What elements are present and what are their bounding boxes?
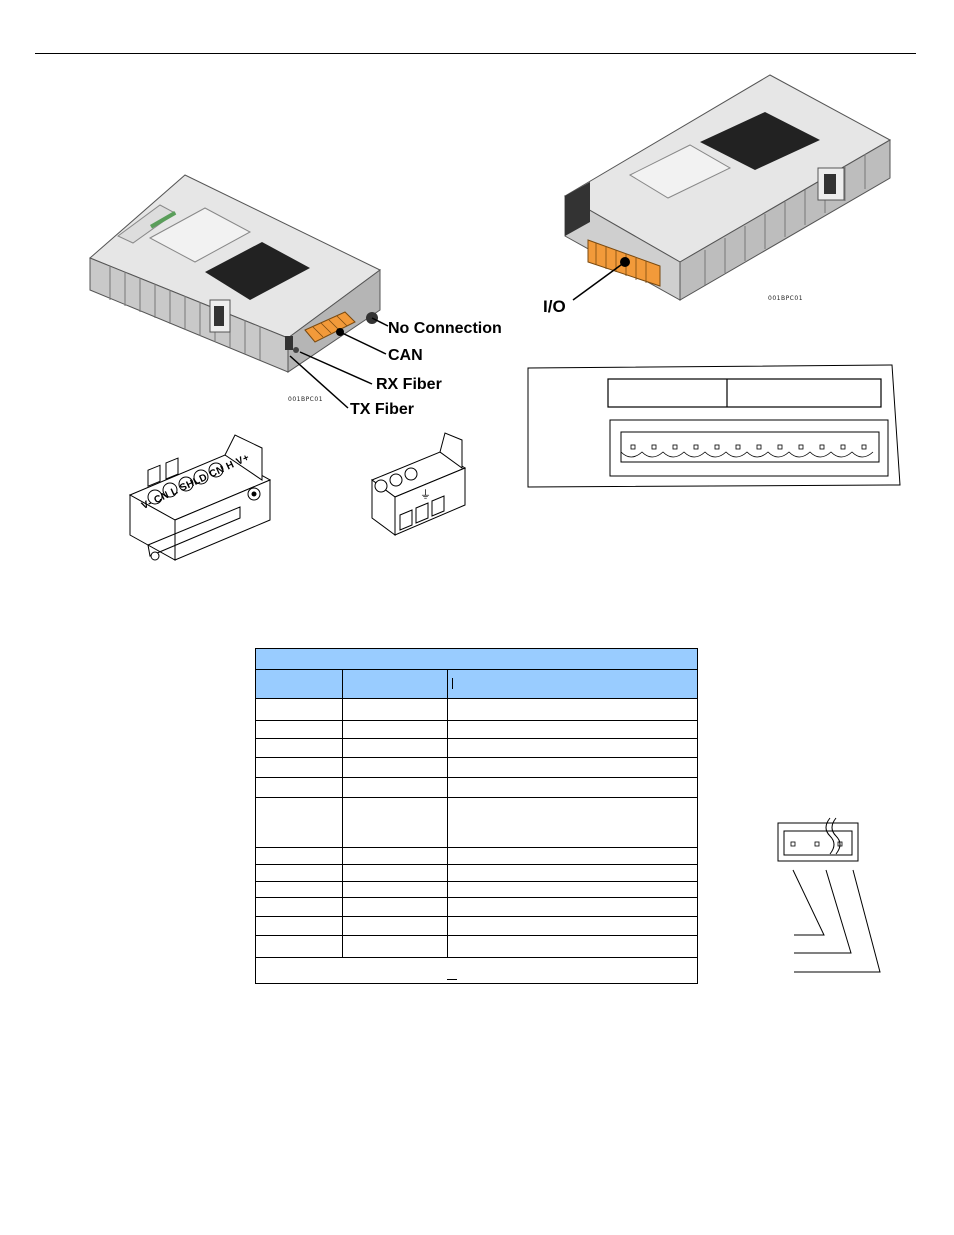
table-row xyxy=(256,758,697,778)
table-row xyxy=(256,798,697,848)
ground-icon: ⏚ xyxy=(420,489,431,501)
figure-code-left: 001BPC01 xyxy=(288,396,324,403)
table-row xyxy=(256,882,697,898)
table-row xyxy=(256,848,697,865)
callout-io: I/O xyxy=(543,297,566,316)
column-divider xyxy=(447,670,448,958)
table-row xyxy=(256,917,697,936)
table-column-header xyxy=(256,670,697,699)
table-row xyxy=(256,739,697,758)
figure-code-right: 001BPC01 xyxy=(768,295,804,302)
header-rule xyxy=(35,53,916,54)
callout-can: CAN xyxy=(388,347,423,364)
table-footer xyxy=(256,958,697,984)
callout-rx-fiber: RX Fiber xyxy=(376,376,442,393)
table-row xyxy=(256,778,697,798)
table-row xyxy=(256,865,697,882)
table-row xyxy=(256,699,697,721)
table-row xyxy=(256,721,697,739)
table-row xyxy=(256,936,697,958)
callout-no-connection: No Connection xyxy=(388,320,502,337)
column-divider xyxy=(342,670,343,958)
pinout-table xyxy=(255,648,698,984)
header-cursor-mark xyxy=(452,678,453,689)
callout-tx-fiber: TX Fiber xyxy=(350,401,415,418)
table-row xyxy=(256,898,697,917)
footer-underline-mark xyxy=(447,979,457,980)
table-title-bar xyxy=(256,649,697,670)
